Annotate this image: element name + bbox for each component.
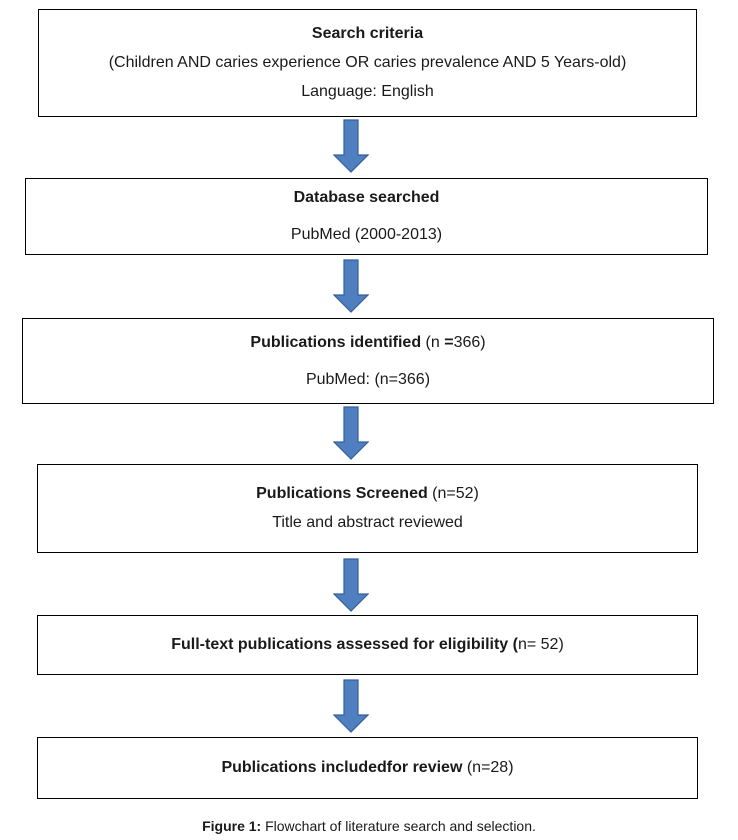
fulltext-heading: Full-text publications assessed for elig… — [171, 636, 518, 653]
caption-label: Figure 1: — [202, 818, 262, 834]
screened-count: (n=52) — [427, 485, 479, 502]
identified-count-rest: 366) — [453, 333, 486, 351]
screened-line: Publications Screened (n=52) — [256, 484, 479, 504]
publications-screened-box: Publications Screened (n=52) Title and a… — [37, 464, 698, 553]
included-line: Publications includedfor review (n=28) — [221, 758, 513, 778]
down-arrow-icon — [333, 406, 369, 460]
database-searched-box: Database searched PubMed (2000-2013) — [25, 178, 708, 255]
screened-detail: Title and abstract reviewed — [272, 514, 463, 531]
fulltext-count: n= 52) — [517, 636, 564, 653]
search-language: Language: English — [301, 83, 434, 100]
search-criteria-heading: Search criteria — [311, 25, 424, 42]
identified-count-open: (n — [421, 333, 445, 351]
caption-text: Flowchart of literature search and selec… — [261, 818, 536, 834]
publications-included-box: Publications includedfor review (n=28) — [37, 737, 698, 799]
fulltext-line: Full-text publications assessed for elig… — [171, 635, 564, 655]
identified-count-eq: = — [444, 333, 454, 351]
down-arrow-icon — [333, 119, 369, 173]
publications-identified-box: Publications identified (n =366) PubMed:… — [22, 318, 714, 404]
identified-line: Publications identified (n =366) — [250, 333, 485, 353]
full-text-assessed-box: Full-text publications assessed for elig… — [37, 615, 698, 675]
down-arrow-icon — [333, 259, 369, 313]
identified-detail: PubMed: (n=366) — [305, 370, 431, 388]
database-heading: Database searched — [293, 189, 440, 206]
included-heading: Publications includedfor review — [221, 759, 463, 776]
search-query: (Children AND caries experience OR carie… — [108, 54, 627, 71]
screened-heading: Publications Screened — [256, 485, 428, 502]
down-arrow-icon — [333, 558, 369, 612]
figure-caption: Figure 1: Flowchart of literature search… — [0, 817, 738, 835]
search-criteria-box: Search criteria (Children AND caries exp… — [38, 9, 697, 117]
included-count: (n=28) — [462, 759, 514, 776]
identified-heading: Publications identified — [250, 333, 422, 351]
down-arrow-icon — [333, 679, 369, 733]
database-detail: PubMed (2000-2013) — [290, 226, 443, 243]
